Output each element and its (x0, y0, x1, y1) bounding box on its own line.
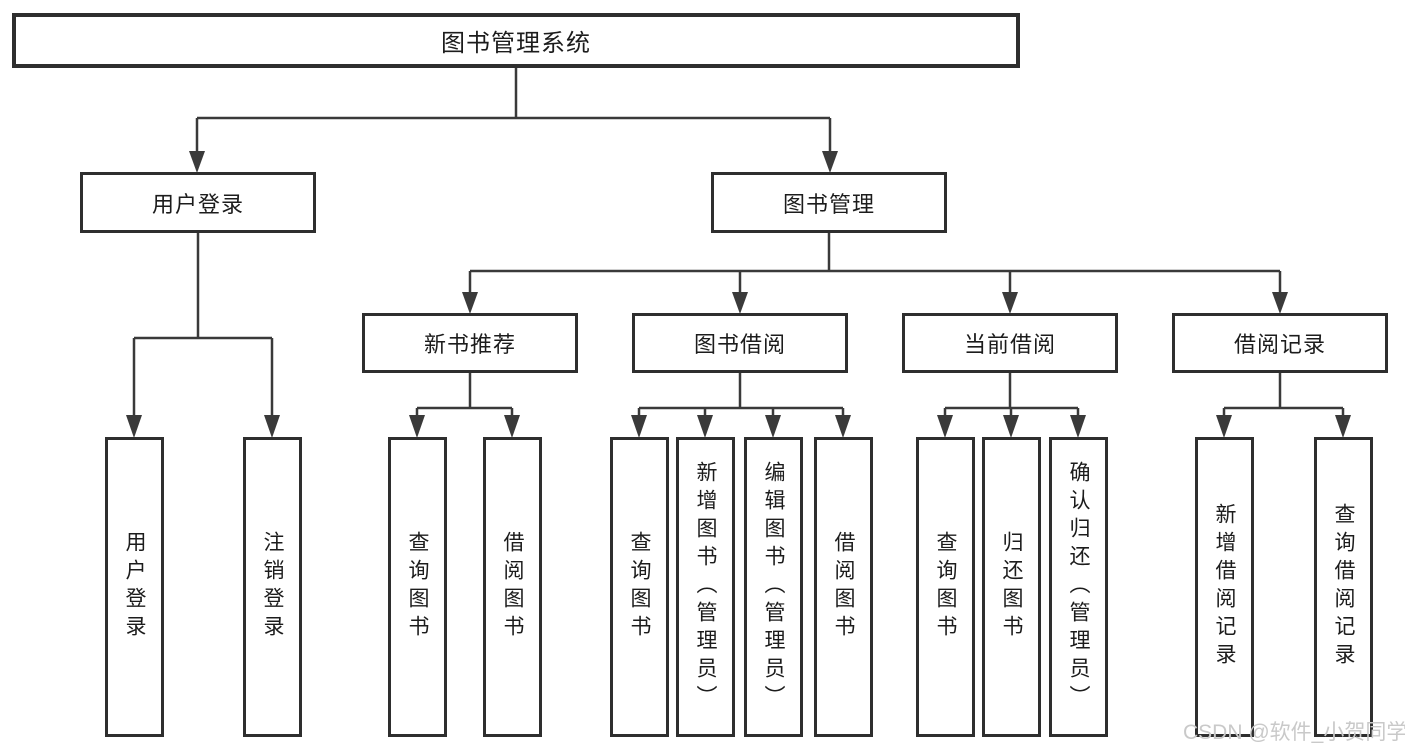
node-user-login-branch: 用户登录 (80, 172, 316, 233)
node-logout: 注销登录 (243, 437, 302, 737)
node-borrow-edit-books-admin-label: 编辑图书（管理员） (762, 461, 785, 713)
node-borrow-edit-books-admin: 编辑图书（管理员） (744, 437, 803, 737)
node-records-add-record: 新增借阅记录 (1195, 437, 1254, 737)
node-current-return-books: 归还图书 (982, 437, 1041, 737)
node-current-query-books: 查询图书 (916, 437, 975, 737)
node-borrow-query-books-label: 查询图书 (628, 531, 651, 643)
node-borrow-borrow-books-label: 借阅图书 (832, 531, 855, 643)
edges-user-login (132, 233, 274, 418)
node-book-borrow: 图书借阅 (632, 313, 848, 373)
node-current-query-books-label: 查询图书 (934, 531, 957, 643)
node-recommend-query-books-label: 查询图书 (406, 531, 429, 643)
node-records-add-record-label: 新增借阅记录 (1213, 503, 1236, 671)
node-current-borrow: 当前借阅 (902, 313, 1118, 373)
node-login-user-label: 用户登录 (123, 531, 146, 643)
node-borrow-query-books: 查询图书 (610, 437, 669, 737)
node-current-confirm-return-admin: 确认归还（管理员） (1049, 437, 1108, 737)
node-current-return-books-label: 归还图书 (1000, 531, 1023, 643)
node-book-management-branch: 图书管理 (711, 172, 947, 233)
node-new-book-recommend: 新书推荐 (362, 313, 578, 373)
node-system-root: 图书管理系统 (12, 13, 1020, 68)
edges-current-borrow (943, 373, 1080, 418)
node-records-query-record: 查询借阅记录 (1314, 437, 1373, 737)
edges-book-borrow (637, 373, 845, 418)
edges-root (195, 68, 832, 153)
node-borrow-add-books-admin: 新增图书（管理员） (676, 437, 735, 737)
node-borrow-borrow-books: 借阅图书 (814, 437, 873, 737)
node-borrow-records: 借阅记录 (1172, 313, 1388, 373)
node-logout-label: 注销登录 (261, 531, 284, 643)
node-records-query-record-label: 查询借阅记录 (1332, 503, 1355, 671)
watermark: CSDN @软件_小贺同学 (1183, 721, 1405, 744)
edges-book-management (468, 233, 1282, 295)
node-recommend-borrow-books-label: 借阅图书 (501, 531, 524, 643)
node-current-confirm-return-admin-label: 确认归还（管理员） (1067, 461, 1090, 713)
node-recommend-query-books: 查询图书 (388, 437, 447, 737)
node-recommend-borrow-books: 借阅图书 (483, 437, 542, 737)
node-borrow-add-books-admin-label: 新增图书（管理员） (694, 461, 717, 713)
arrowheads (126, 151, 1351, 438)
edges-borrow-records (1222, 373, 1345, 418)
edges-new-book-recommend (415, 373, 514, 418)
node-login-user: 用户登录 (105, 437, 164, 737)
